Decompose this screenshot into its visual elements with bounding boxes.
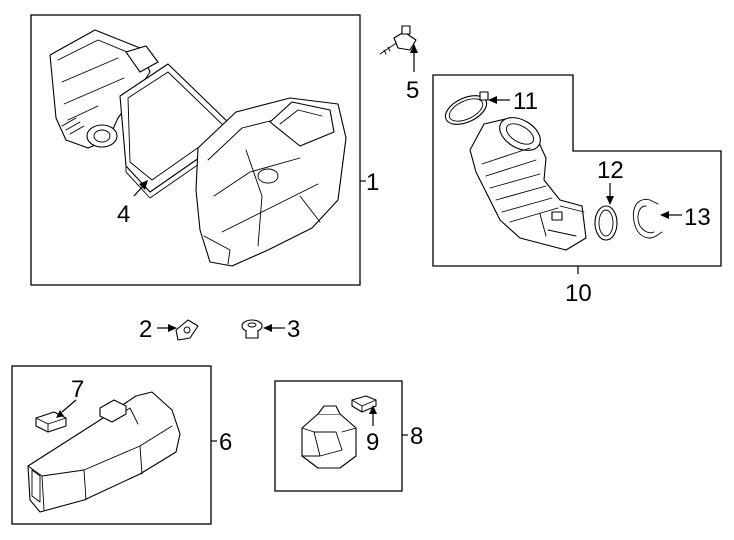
arrow-4: [133, 180, 148, 197]
callout-1: 1: [366, 169, 379, 196]
assembly-box-10: [432, 74, 722, 267]
arrow-3: [263, 324, 285, 332]
callout-5: 5: [406, 77, 419, 104]
callout-12: 12: [597, 157, 624, 184]
retaining-clip-13: [632, 199, 663, 239]
callout-8: 8: [410, 423, 423, 450]
arrow-11: [488, 96, 510, 104]
assembly-box-1: [30, 14, 361, 286]
arrow-12: [606, 183, 614, 205]
clip-nut-part-2: [175, 319, 199, 341]
assembly-box-8: [274, 380, 403, 492]
foam-pad-part-9: [351, 395, 377, 413]
grommet-part-3: [241, 319, 263, 339]
arrow-5: [410, 44, 418, 72]
clamp-11: [444, 91, 489, 125]
air-inlet-duct: [27, 391, 181, 513]
sensor-part-5: [379, 25, 417, 55]
air-cleaner-lower-housing: [49, 29, 159, 149]
assembly-box-6: [11, 365, 212, 525]
arrow-9: [369, 405, 377, 426]
callout-9: 9: [366, 429, 379, 456]
callout-7: 7: [71, 376, 84, 403]
callout-4: 4: [117, 201, 130, 228]
callout-6: 6: [219, 429, 232, 456]
air-cleaner-upper-housing: [195, 97, 347, 267]
arrow-2: [157, 324, 177, 332]
callout-13: 13: [684, 204, 711, 231]
arrow-7: [56, 399, 77, 418]
bracket-part-8: [301, 405, 357, 469]
callout-11: 11: [513, 88, 538, 115]
callout-10: 10: [565, 280, 592, 307]
arrow-13: [660, 211, 682, 219]
intake-duct-hose: [469, 117, 587, 251]
callout-3: 3: [287, 316, 300, 343]
callout-2: 2: [139, 316, 152, 343]
seal-ring-12: [594, 205, 618, 241]
